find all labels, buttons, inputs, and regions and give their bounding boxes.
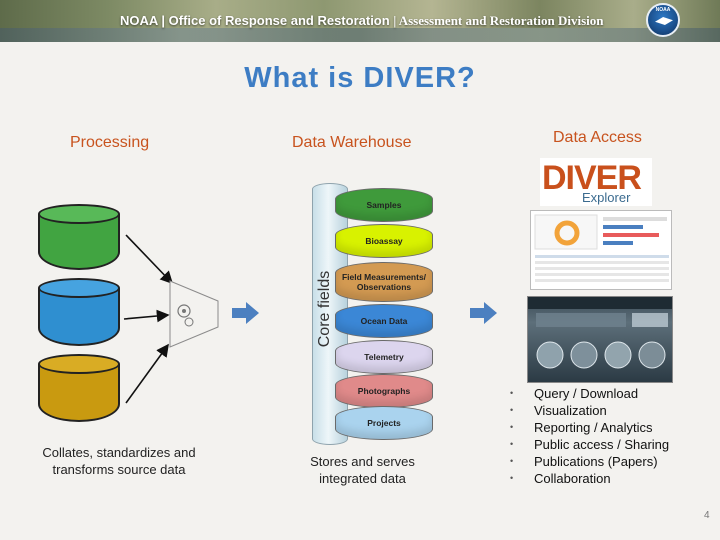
brand-division: | Assessment and Restoration Division <box>393 13 603 28</box>
page-number: 4 <box>704 510 710 521</box>
list-item: Collaboration <box>510 470 669 487</box>
source-cylinder-blue <box>38 278 120 346</box>
source-cylinder-gold <box>38 354 120 422</box>
warehouse-heading: Data Warehouse <box>292 134 411 152</box>
noaa-logo-text: NOAA <box>648 7 678 13</box>
map-viewer-screenshot <box>527 296 673 383</box>
diver-explorer-logo: DIVER Explorer <box>540 158 652 206</box>
processing-funnel-diagram <box>118 215 298 415</box>
banner-brand: NOAA | Office of Response and Restoratio… <box>120 13 603 29</box>
list-item: Public access / Sharing <box>510 436 669 453</box>
report-screenshot <box>530 210 672 290</box>
layer-bioassay: Bioassay <box>335 224 433 258</box>
layer-samples: Samples <box>335 188 433 222</box>
list-item: Visualization <box>510 402 669 419</box>
noaa-bird-icon <box>655 17 673 25</box>
layer-field-measurements: Field Measurements/ Observations <box>335 262 433 302</box>
list-item: Publications (Papers) <box>510 453 669 470</box>
layer-projects: Projects <box>335 406 433 440</box>
brand-office: NOAA | Office of Response and Restoratio… <box>120 13 390 28</box>
warehouse-caption: Stores and serves integrated data <box>290 453 435 487</box>
core-fields-label: Core fields <box>316 264 334 354</box>
cylinder-top <box>38 204 120 224</box>
noaa-logo-icon: NOAA <box>646 3 680 37</box>
arrow-right-icon <box>232 302 260 324</box>
arrow-gold-to-funnel <box>126 345 168 403</box>
header-banner: NOAA | Office of Response and Restoratio… <box>0 0 720 42</box>
layer-photographs: Photographs <box>335 374 433 408</box>
cylinder-top <box>38 354 120 374</box>
funnel-shape <box>170 281 218 347</box>
processing-heading: Processing <box>70 134 149 152</box>
processing-caption: Collates, standardizes and transforms so… <box>40 444 198 478</box>
arrow-green-to-funnel <box>126 235 172 283</box>
source-cylinder-green <box>38 204 120 270</box>
banner-background-photo <box>0 28 720 42</box>
list-item: Query / Download <box>510 385 669 402</box>
access-feature-list: Query / Download Visualization Reporting… <box>510 385 669 487</box>
arrow-blue-to-funnel <box>124 315 168 319</box>
explorer-logo-text: Explorer <box>582 190 630 205</box>
layer-telemetry: Telemetry <box>335 340 433 374</box>
gear-icon-center <box>182 309 186 313</box>
cylinder-top <box>38 278 120 298</box>
slide-title: What is DIVER? <box>0 62 720 95</box>
report-thumbnail <box>531 211 672 290</box>
list-item: Reporting / Analytics <box>510 419 669 436</box>
access-heading: Data Access <box>553 129 642 147</box>
map-viewer-thumbnail <box>528 297 673 383</box>
layer-ocean-data: Ocean Data <box>335 304 433 338</box>
arrow-right-icon <box>470 302 498 324</box>
